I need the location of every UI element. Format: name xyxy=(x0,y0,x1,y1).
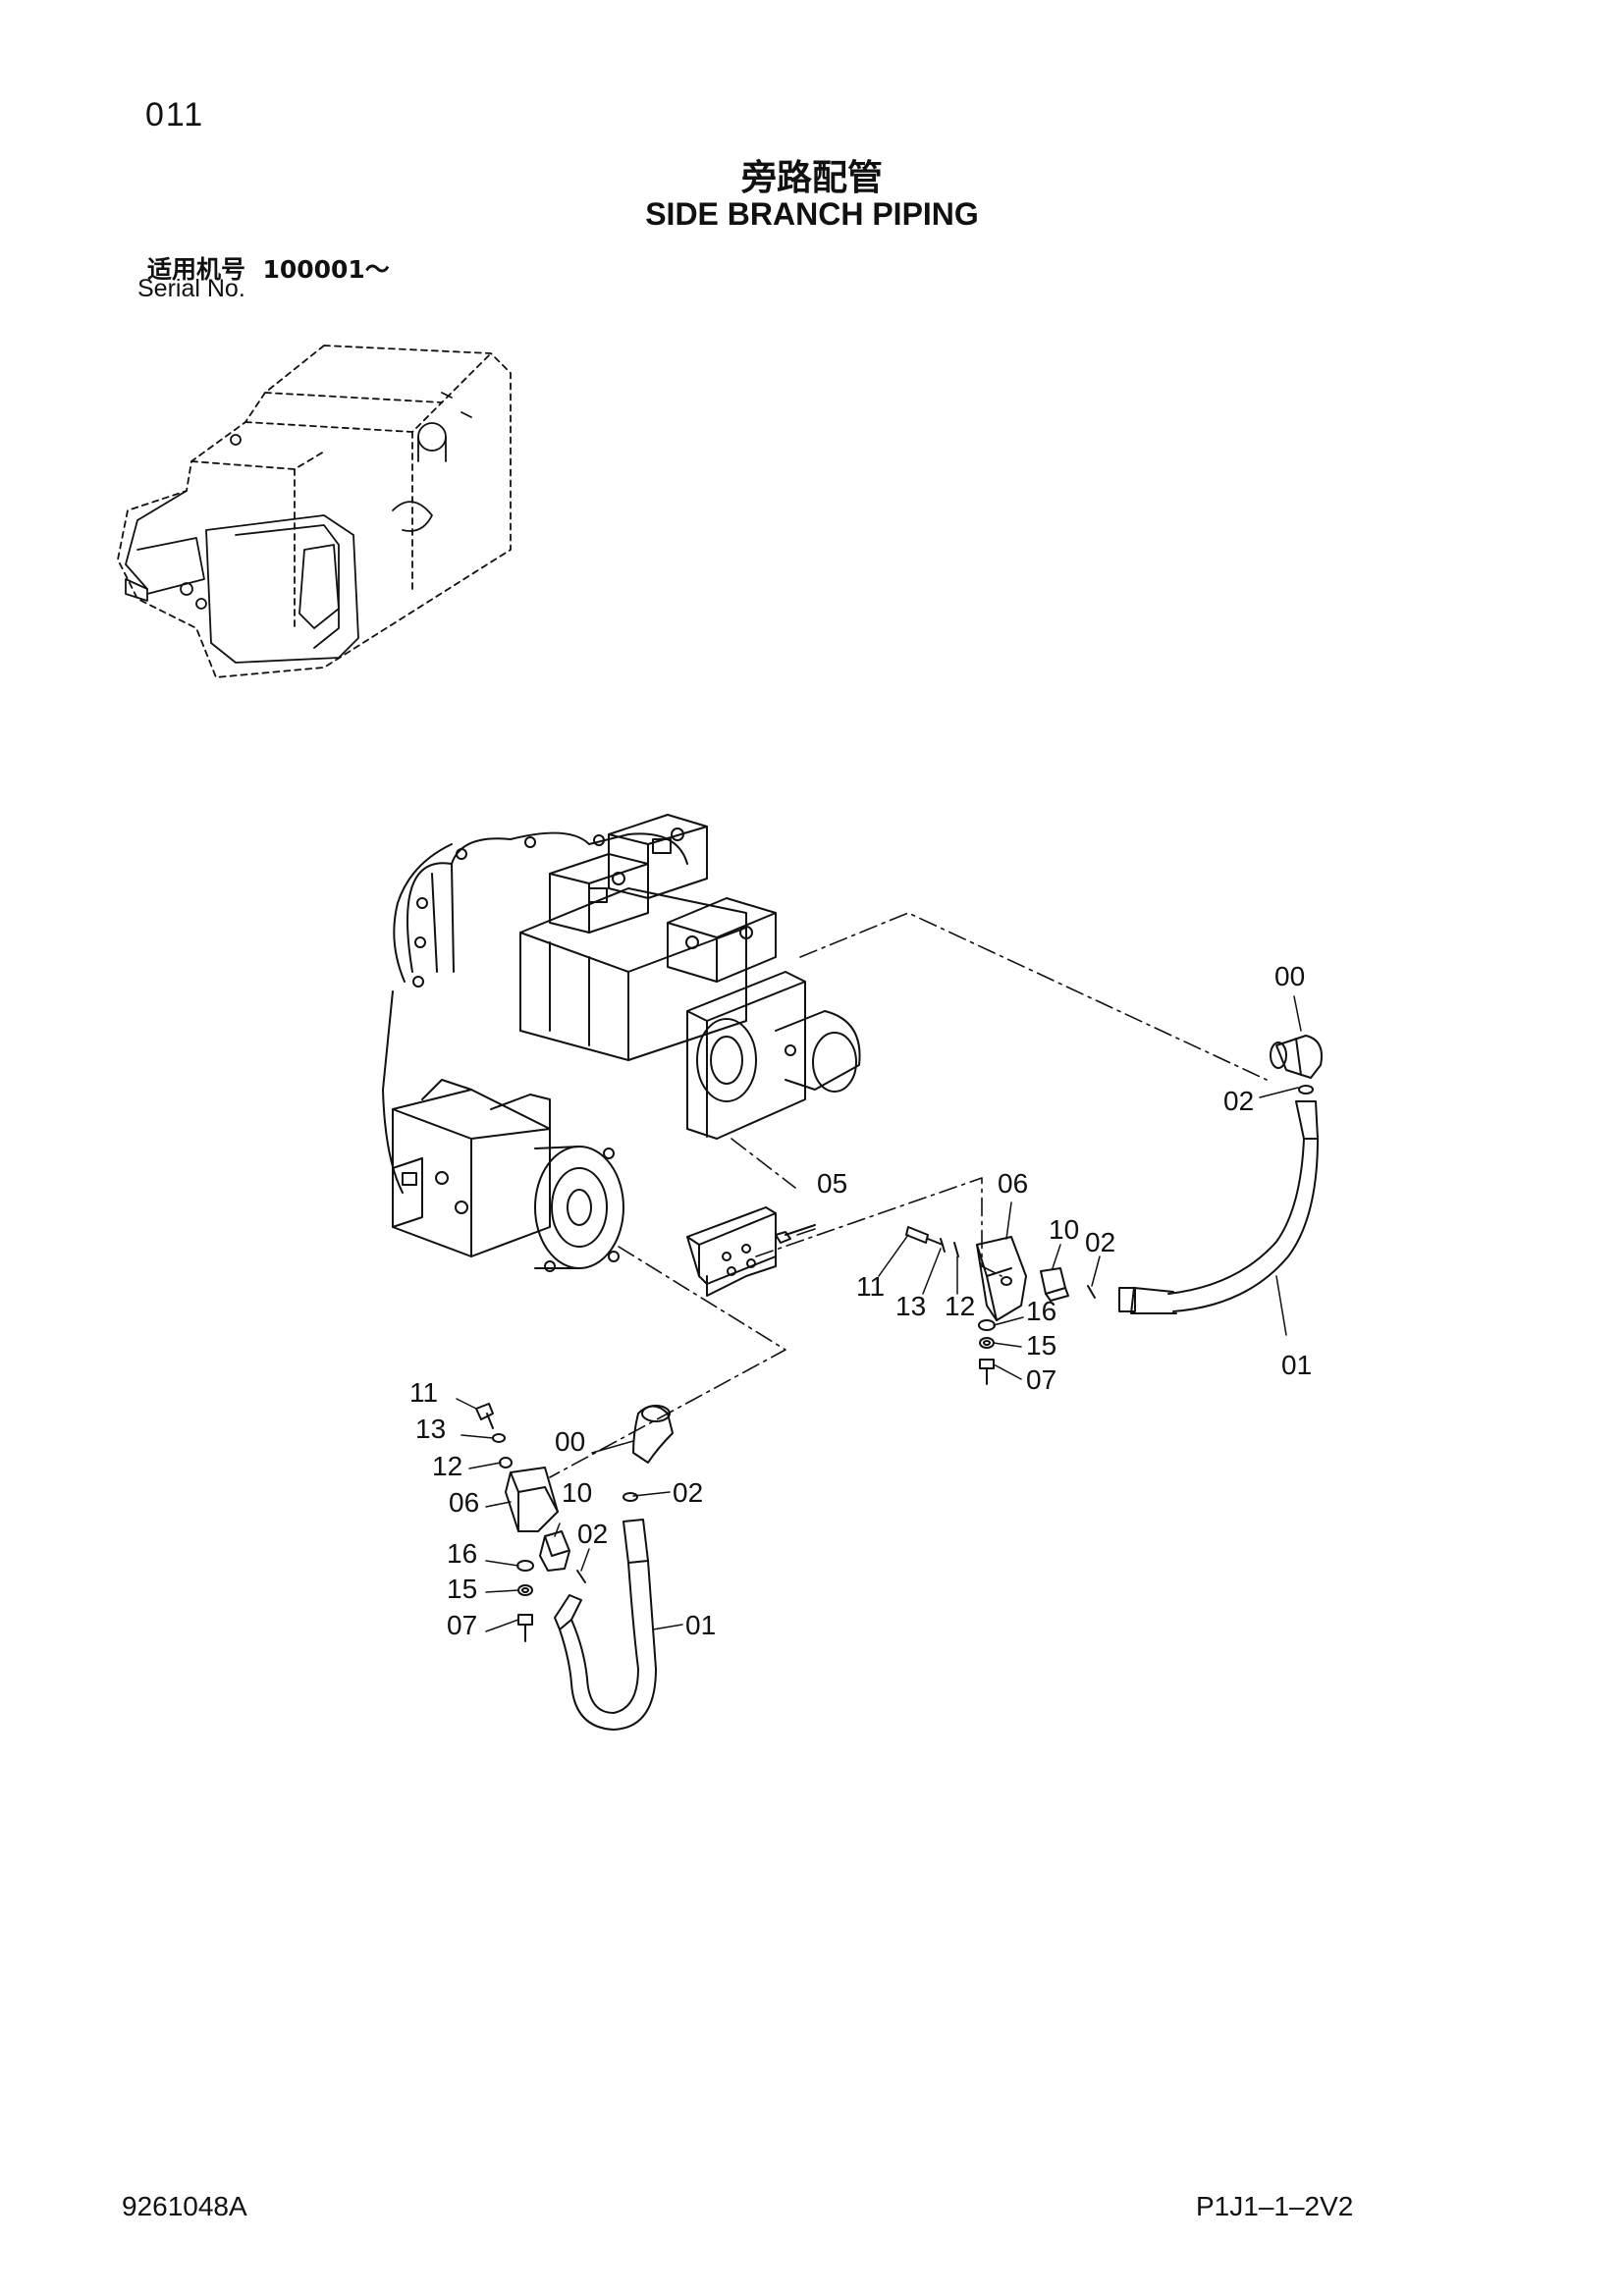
callout-r11: 11 xyxy=(856,1271,885,1302)
callout-r06: 06 xyxy=(998,1168,1028,1199)
assembly-leader-lines xyxy=(549,912,1268,1478)
callout-r12: 12 xyxy=(945,1291,975,1321)
callout-r02b: 02 xyxy=(1085,1227,1115,1257)
callout-r15: 15 xyxy=(1026,1330,1056,1361)
callout-r16: 16 xyxy=(1026,1296,1056,1326)
callout-l16: 16 xyxy=(447,1538,477,1569)
callout-leaders xyxy=(456,995,1302,1632)
bracket-part-05 xyxy=(686,1206,816,1297)
callout-r00: 00 xyxy=(1274,961,1305,991)
document-code: 9261048A xyxy=(122,2191,247,2221)
callout-r07: 07 xyxy=(1026,1364,1056,1395)
callout-r01: 01 xyxy=(1281,1350,1312,1380)
callout-l02b: 02 xyxy=(577,1519,608,1549)
callout-numbers: 00 02 05 06 10 02 11 13 12 16 15 07 01 1… xyxy=(409,961,1312,1640)
callout-l02a: 02 xyxy=(673,1477,703,1508)
serial-label-cn-text: 适用机号 xyxy=(147,255,246,284)
serial-label-chinese: 适用机号 100001～ xyxy=(147,250,390,286)
callout-l10: 10 xyxy=(562,1477,592,1508)
page-number: 011 xyxy=(145,96,205,133)
serial-range: 100001～ xyxy=(262,255,390,284)
callout-l15: 15 xyxy=(447,1574,477,1604)
callout-r02a: 02 xyxy=(1223,1086,1254,1116)
callout-l07: 07 xyxy=(447,1610,477,1640)
callout-r10: 10 xyxy=(1049,1214,1079,1245)
callout-l06: 06 xyxy=(449,1487,479,1518)
callout-l12: 12 xyxy=(432,1451,462,1481)
serial-label-english: Serial No. xyxy=(137,275,245,302)
callout-r13: 13 xyxy=(895,1291,926,1321)
right-hose-assembly xyxy=(905,1035,1323,1385)
page-title-english: SIDE BRANCH PIPING xyxy=(645,196,979,232)
page-title-chinese: 旁路配管 xyxy=(740,158,883,198)
callout-l13: 13 xyxy=(415,1414,446,1444)
callout-l11: 11 xyxy=(409,1377,438,1408)
hydraulic-pump-assembly xyxy=(382,814,861,1272)
excavator-locator-thumbnail xyxy=(117,345,512,678)
callout-l01: 01 xyxy=(685,1610,716,1640)
callout-r05: 05 xyxy=(817,1168,847,1199)
callout-l00: 00 xyxy=(555,1426,585,1457)
page-code: P1J1–1–2V2 xyxy=(1196,2191,1354,2221)
